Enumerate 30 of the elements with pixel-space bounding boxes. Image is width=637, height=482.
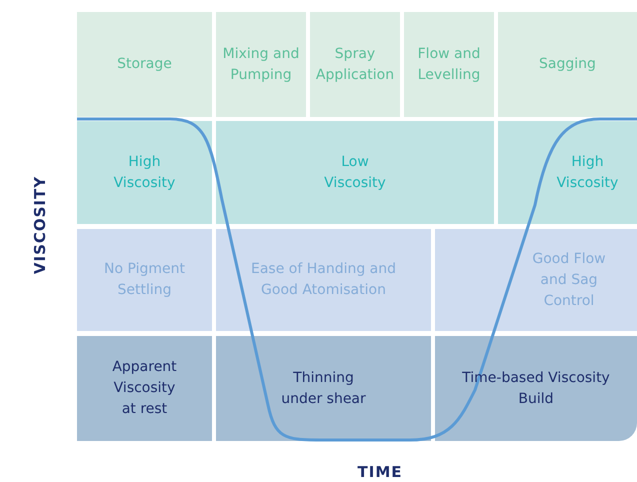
cell-text: Apparent Viscosity at rest (111, 358, 178, 419)
cell-text: Storage (117, 55, 172, 74)
grid-cell (404, 12, 494, 117)
axis-label: VISCOSITY (31, 175, 49, 275)
grid-cell (498, 121, 637, 224)
grid-cell (216, 336, 431, 441)
grid-cell (498, 12, 637, 117)
cell-text: Mixing and Pumping (222, 44, 300, 84)
cell-text: High Viscosity (556, 152, 620, 192)
grid-cell (77, 121, 212, 224)
grid-cell (216, 229, 431, 331)
cell-text: Flow and Levelling (416, 44, 482, 84)
cell-text: Sagging (539, 55, 596, 74)
grid-cell (310, 12, 400, 117)
cell-text: Good Flow and Sag Control (531, 250, 607, 310)
grid-cell (216, 121, 494, 224)
grid-cell (216, 12, 306, 117)
cell-text: Low Viscosity (323, 152, 387, 192)
cell-text: High Viscosity (112, 152, 176, 192)
cell-text: Ease of Handing and Good Atomisation (250, 260, 398, 300)
cell-text: Spray Application (316, 44, 394, 84)
grid-cell (77, 12, 212, 117)
grid-cell (435, 336, 637, 441)
cell-text: No Pigment Settling (102, 260, 186, 300)
grid-cell (77, 336, 212, 441)
grid-cell (435, 229, 637, 331)
grid-cell (77, 229, 212, 331)
cell-text: Thinning under shear (280, 368, 367, 408)
axis-label: TIME (356, 463, 404, 481)
cell-text: Time-based Viscosity Build (461, 368, 611, 408)
